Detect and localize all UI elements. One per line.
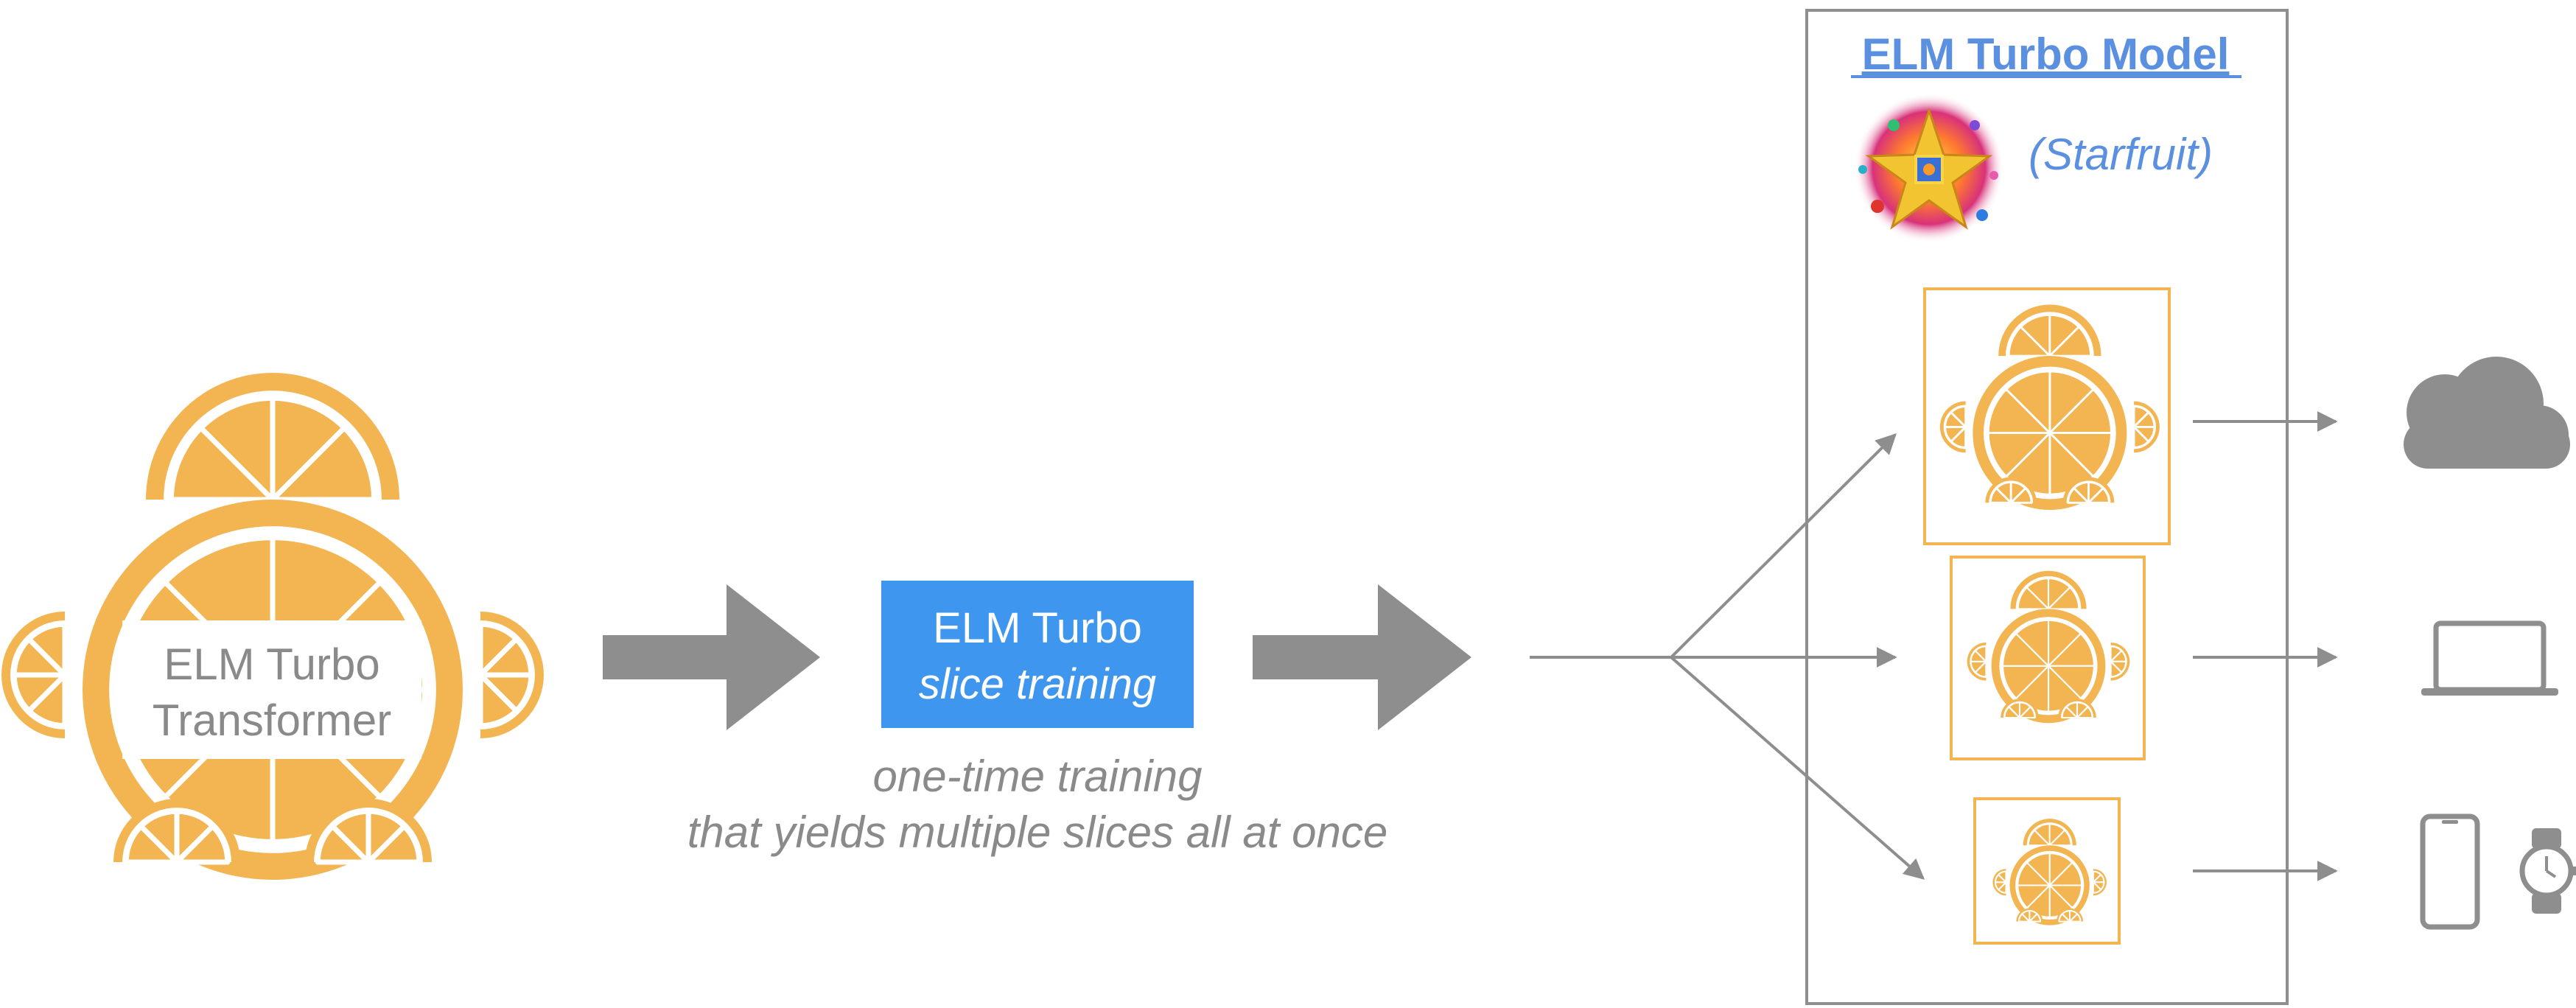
slice-mascot-large [1939, 304, 2160, 511]
slice-frame-medium [1950, 556, 2146, 760]
caption-line1: one-time training [873, 752, 1203, 801]
starfruit-logo [1854, 93, 2004, 243]
watch-icon [2519, 828, 2576, 914]
arrow-to-training [603, 584, 820, 730]
model-container [1805, 9, 2289, 1005]
transformer-label-line2: Transformer [153, 696, 392, 745]
slice-frame-large [1923, 287, 2171, 545]
caption-line2: that yields multiple slices all at once [687, 808, 1387, 857]
slice-mascot-medium [1967, 570, 2130, 724]
laptop-icon [2421, 620, 2558, 696]
model-subtitle: (Starfruit) [2029, 130, 2213, 179]
training-box-line2: slice training [919, 660, 1156, 708]
arrow-from-training [1253, 584, 1471, 730]
transformer-label-box [122, 620, 421, 759]
transformer-label-line1: ELM Turbo [164, 640, 379, 689]
phone-icon [2420, 813, 2480, 930]
device-arrows [2193, 411, 2338, 881]
model-title: ELM Turbo Model [1862, 29, 2230, 79]
training-box-line1: ELM Turbo [933, 604, 1142, 652]
branch-arrows [1530, 433, 1925, 880]
slice-frame-small [1973, 797, 2121, 945]
slice-mascot-small [1992, 819, 2107, 925]
cloud-icon [2404, 357, 2570, 469]
training-box [881, 581, 1194, 728]
